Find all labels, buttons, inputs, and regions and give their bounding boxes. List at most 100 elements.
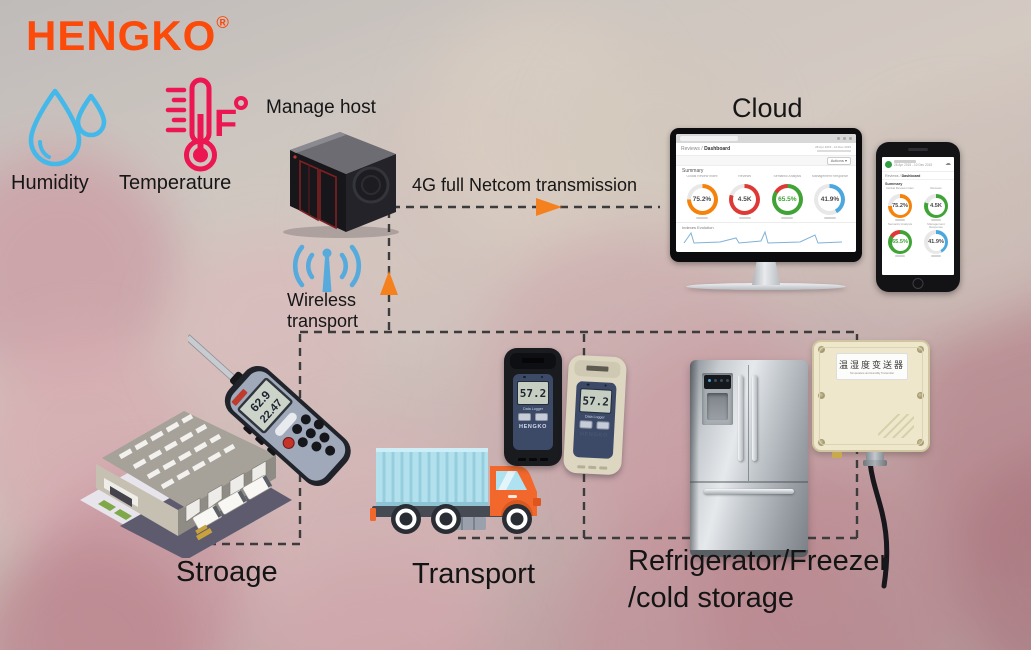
window-buttons	[837, 137, 852, 140]
logger-buttons	[578, 420, 610, 430]
logger-buttons	[517, 413, 549, 421]
wireless-label-line1: Wireless	[287, 290, 357, 310]
temperature-icon: F	[165, 77, 248, 172]
evolution-title: Indexes Evolution	[682, 225, 714, 230]
fridge-handle-left	[738, 375, 743, 461]
screw	[818, 392, 825, 399]
dispenser-niche	[707, 393, 728, 420]
logger-usb-cap	[510, 353, 556, 369]
metric-subtext-bar	[696, 217, 708, 219]
freezer-divider	[690, 481, 808, 483]
phone-metric-grid: Global Review Index 75.2% Reviews 4.5K S…	[882, 186, 954, 259]
summary-title: Summary	[682, 168, 704, 174]
metric-cell: Semantic Analysis 65.5%	[767, 175, 807, 219]
metric-donut: 65.5%	[888, 230, 912, 254]
logger-vents	[518, 458, 548, 461]
logger-brand: HENGKO	[579, 431, 609, 439]
phone-breadcrumb-prefix: Reviews /	[885, 173, 902, 178]
screw	[917, 392, 924, 399]
metric-subtext-bar	[895, 219, 905, 221]
metric-donut: 41.9%	[924, 230, 948, 254]
registered-mark: ®	[216, 13, 230, 32]
transmitter-illustration: 温湿度变送器 Temperature and Humidity Transmit…	[812, 340, 930, 466]
metric-cell: Management Response 41.9%	[810, 175, 850, 219]
logger-display: 57.2	[517, 381, 549, 405]
logger-usb-cap	[574, 359, 621, 379]
fahrenheit-letter: F	[214, 103, 237, 145]
app-logo-icon	[885, 160, 892, 168]
phone-speaker	[908, 148, 928, 151]
brand-logo: HENGKO®	[26, 12, 230, 60]
metric-value: 41.9%	[928, 239, 944, 245]
alarm-led	[586, 383, 590, 386]
cloud-sync-icon: ☁	[945, 161, 951, 167]
warehouse-illustration	[80, 411, 292, 558]
phone-home-button	[912, 278, 924, 289]
metric-value: 75.2%	[892, 203, 908, 209]
refrigerator-caption: Refrigerator/Freezer /cold storage	[628, 543, 889, 617]
arrow-up-icon	[380, 271, 398, 295]
metric-cell: Reviews 4.5K	[920, 187, 952, 221]
screw	[917, 439, 924, 446]
fridge-edge-shade	[690, 360, 699, 557]
account-name-bar	[894, 160, 916, 164]
summary-section: Summary Global Review Index 75.2% Review…	[676, 166, 856, 219]
cloud-phone: 28 Apr 2015 - 10 Dec 2015 ☁ Reviews / Da…	[876, 142, 960, 292]
metric-donut: 41.9%	[814, 184, 846, 215]
breadcrumb-current: Dashboard	[704, 146, 731, 152]
metric-value: 65.5%	[778, 196, 797, 203]
metric-label: Semantic Analysis	[773, 175, 802, 178]
transmitter-cable	[867, 462, 890, 589]
phone-app-header: 28 Apr 2015 - 10 Dec 2015 ☁	[882, 157, 954, 172]
actions-button[interactable]: Actions ▾	[826, 156, 851, 165]
transmitter-vents	[878, 414, 914, 438]
screw	[818, 439, 825, 446]
fridge-dispenser	[702, 373, 733, 425]
metric-cell: Management Response 41.9%	[920, 223, 952, 257]
metric-subtext-bar	[931, 255, 941, 257]
alarm-led	[523, 375, 526, 378]
metric-donut: 75.2%	[686, 184, 718, 215]
metric-cell: Reviews 4.5K	[725, 175, 765, 219]
breadcrumb: Reviews / Dashboard	[681, 146, 730, 152]
fridge-door-split	[748, 365, 749, 481]
humidity-label: Humidity	[11, 172, 89, 194]
cloud-label: Cloud	[732, 93, 803, 123]
cable-gland	[866, 452, 884, 461]
transport-caption: Transport	[412, 558, 536, 590]
monitor-screen: Reviews / Dashboard 28 Apr 2015 - 10 Dec…	[676, 134, 856, 252]
metric-label: Management Response	[811, 175, 848, 178]
phone-summary-title: Summary	[885, 182, 903, 186]
cable-gland-nut	[863, 460, 887, 466]
metric-donut: 4.5K	[729, 184, 761, 215]
data-logger-black: 57.2 Data Logger HENGKO	[504, 348, 562, 466]
record-led	[540, 375, 543, 378]
temperature-label: Temperature	[119, 172, 232, 194]
manage-host-label: Manage host	[266, 97, 376, 118]
metric-value: 4.5K	[930, 203, 942, 209]
actions-row: Actions ▾	[676, 156, 856, 166]
data-logger-cream: 57.2 Data Logger HENGKO	[562, 354, 628, 476]
metric-label: Reviews	[738, 175, 752, 178]
metric-value: 75.2%	[692, 196, 712, 203]
logger-button[interactable]	[535, 413, 548, 421]
logger-button[interactable]	[579, 420, 593, 429]
storage-caption: Stroage	[176, 556, 278, 588]
phone-screen: 28 Apr 2015 - 10 Dec 2015 ☁ Reviews / Da…	[882, 157, 954, 275]
metric-donut: 75.2%	[888, 194, 912, 218]
logger-button[interactable]	[596, 421, 610, 430]
arrow-right-icon	[536, 198, 562, 216]
refrigerator-caption-line1: Refrigerator/Freezer	[628, 545, 890, 577]
wireless-icon	[292, 244, 362, 292]
metric-label: Global Review Index	[886, 187, 914, 190]
fridge-handle-right	[752, 375, 757, 461]
evolution-sparkline	[683, 230, 843, 244]
metric-value: 65.5%	[892, 239, 908, 245]
logger-button[interactable]	[518, 413, 531, 421]
metric-subtext-bar	[781, 217, 794, 219]
breadcrumb-prefix: Reviews /	[681, 146, 705, 152]
humidity-icon	[28, 88, 107, 167]
metric-value: 41.9%	[820, 196, 840, 203]
truck-illustration	[370, 448, 541, 534]
